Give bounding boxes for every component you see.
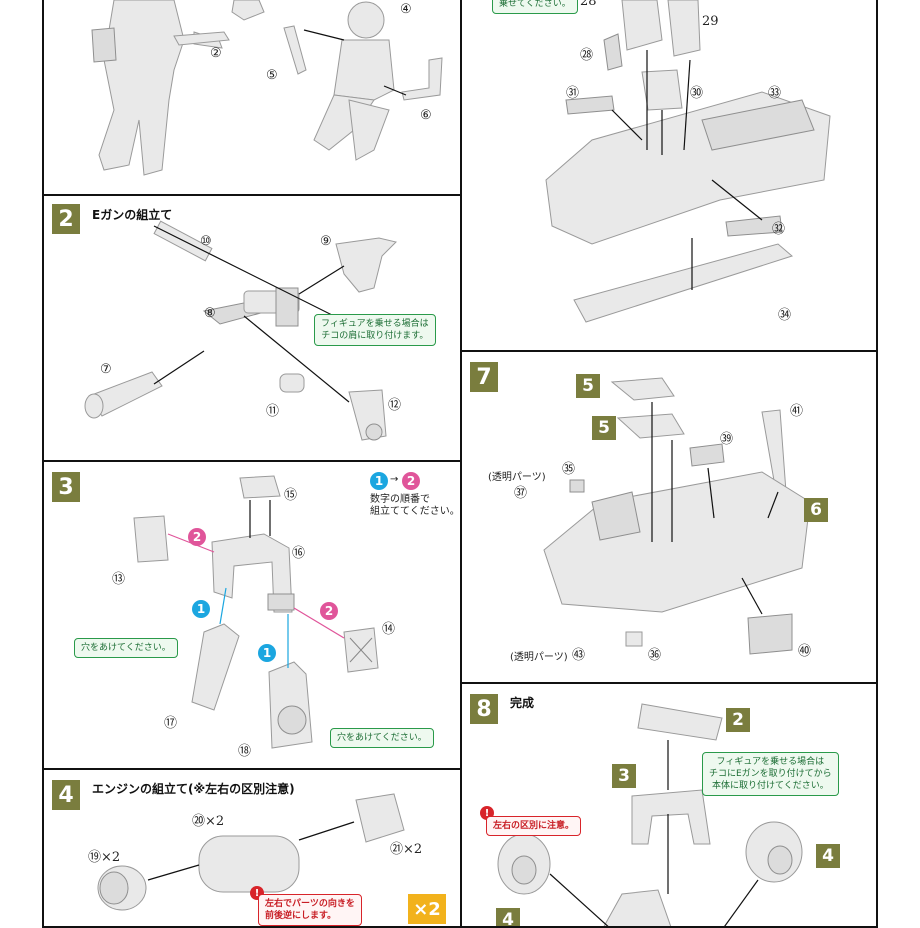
ref-step3: 3: [612, 764, 636, 788]
figure-mount-note: フィギュアを乗せる場合は チコの肩に取り付けます。: [314, 314, 436, 346]
part-label-37: ㊲: [514, 486, 528, 501]
ref-step5-b: 5: [592, 416, 616, 440]
part-label-10: ⑩: [200, 234, 212, 249]
order-badge-2-right: 2: [320, 602, 338, 620]
orientation-warning: 左右でパーツの向きを 前後逆にします。: [258, 894, 362, 926]
part-label-7: ⑦: [100, 362, 112, 377]
part-label-17: ⑰: [164, 716, 178, 731]
ref-step5-a: 5: [576, 374, 600, 398]
part-label-28: ㉘: [580, 48, 594, 63]
part-label-13: ⑬: [112, 572, 126, 587]
part-label-19: ⑲×2: [88, 850, 121, 865]
part-label-39: ㊴: [720, 432, 734, 447]
order-badge-1-right: 1: [258, 644, 276, 662]
step1-panel: ② ④ ⑤ ⑥: [42, 0, 462, 196]
step8-panel: 8 完成 2 3 4 4 フィギュアを乗せる場合は チコにEガンを取り付けてから…: [460, 682, 878, 928]
part-label-36: ㊱: [648, 648, 662, 663]
arrow-glyph: →: [390, 474, 399, 485]
ref-step6: 6: [804, 498, 828, 522]
part-label-33: ㉝: [768, 86, 782, 101]
order-badge-1-left: 1: [192, 600, 210, 618]
drill-hole-note-b: 穴をあけてください。: [330, 728, 434, 748]
step-title: エンジンの組立て(※左右の区別注意): [92, 782, 295, 796]
step-title: Eガンの組立て: [92, 208, 173, 222]
part-label-4: ④: [400, 2, 412, 17]
order-badge-1: 1: [370, 472, 388, 490]
ref-step4-left: 4: [496, 908, 520, 926]
part-label-31: ㉛: [566, 86, 580, 101]
part-label-40: ㊵: [798, 644, 812, 659]
step3-panel: 3 ⑮ ⑯ ⑬ ⑭ ⑰ ⑱ 1 → 2 数字の順番で: [42, 460, 462, 770]
part-label-34: ㉞: [778, 308, 792, 323]
engine-illustration: [97, 793, 405, 911]
part-label-20: ⑳×2: [192, 814, 225, 829]
part-label-14: ⑭: [382, 622, 396, 637]
part-label-35: ㉟: [562, 462, 576, 477]
part-label-5: ⑤: [266, 68, 278, 83]
part-label-30: ㉚: [690, 86, 704, 101]
part-label-8: ⑧: [204, 306, 216, 321]
part-label-32: ㉜: [772, 222, 786, 237]
step7-panel: 7 5 5 6 ㊶ ㊴ ㉟ (透明パーツ) ㊲ (透明パーツ) ㊸ ㊱ ㊵: [460, 350, 878, 684]
figure-seat-note: 乗せてください。: [492, 0, 578, 14]
ref-step2: 2: [726, 708, 750, 732]
part-label-21: ㉑×2: [390, 842, 423, 857]
part-label-11: ⑪: [266, 404, 280, 419]
order-badge-2: 2: [402, 472, 420, 490]
part-label-18: ⑱: [238, 744, 252, 759]
hull-assembly-illustration: [543, 377, 811, 655]
order-badge-2-left: 2: [188, 528, 206, 546]
clear-part-label-b: (透明パーツ): [510, 652, 568, 663]
e-gun-illustration: [84, 220, 397, 441]
drill-hole-note-a: 穴をあけてください。: [74, 638, 178, 658]
part-label-29: 29: [702, 14, 719, 29]
part-label-41: ㊶: [790, 404, 804, 419]
gun-mount-note: フィギュアを乗せる場合は チコにEガンを取り付けてから 本体に取り付けてください…: [702, 752, 839, 796]
engine-mount-illustration: [133, 475, 379, 749]
part-label-16: ⑯: [292, 546, 306, 561]
step-number: 2: [52, 204, 80, 234]
part-label-12: ⑫: [388, 398, 402, 413]
part-label-15: ⑮: [284, 488, 298, 503]
step-number: 8: [470, 694, 498, 724]
step-number: 7: [470, 362, 498, 392]
part-label-2: ②: [210, 46, 222, 61]
final-assembly-illustration: [497, 703, 803, 926]
step-number: 4: [52, 780, 80, 810]
step4-panel: 4 エンジンの組立て(※左右の区別注意) ⑳×2 ⑲×2 ㉑×2 ! 左右でパー…: [42, 768, 462, 928]
part-label-28-top: 28: [580, 0, 597, 9]
figures-illustration: [91, 0, 443, 176]
step-number: 3: [52, 472, 80, 502]
part-label-38: ㊸: [572, 648, 586, 663]
hull-illustration: [545, 0, 831, 323]
ref-step4-right: 4: [816, 844, 840, 868]
left-right-warning: 左右の区別に注意。: [486, 816, 582, 836]
step2-panel: 2 Eガンの組立て ⑩ ⑨ ⑧ ⑦ ⑪ ⑫ フィギュアを乗せる場合は チコの肩に…: [42, 194, 462, 462]
step-title: 完成: [510, 696, 535, 710]
clear-part-label-a: (透明パーツ): [488, 472, 546, 483]
order-legend-text: 数字の順番で 組立ててください。: [370, 494, 460, 517]
step6-panel: 乗せてください。 28 29 ㉘ ㉛ ㉚ ㉝ ㉜ ㉞: [460, 0, 878, 352]
part-label-9: ⑨: [320, 234, 332, 249]
quantity-x2-badge: ×2: [408, 894, 446, 924]
part-label-6: ⑥: [420, 108, 432, 123]
